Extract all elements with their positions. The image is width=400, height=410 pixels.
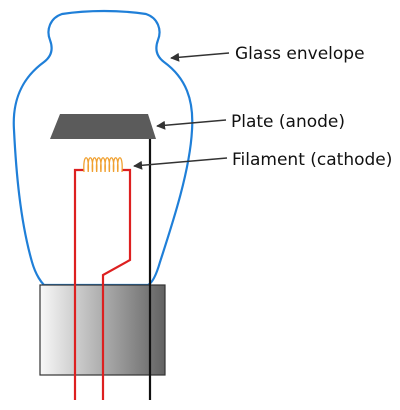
filament-coil [83,157,123,173]
glass-envelope-label: Glass envelope [235,44,365,64]
filament-lead-right [101,168,132,400]
plate-arrow [156,119,227,130]
plate-anode-label: Plate (anode) [231,112,345,132]
glass-envelope-arrow [170,52,230,62]
filament-cathode-label: Filament (cathode) [232,150,392,170]
filament-coil-wire [83,157,123,173]
filament-arrow [133,157,228,170]
filament-lead-left [73,168,84,400]
glass-envelope [12,9,194,287]
plate-anode [50,114,156,139]
